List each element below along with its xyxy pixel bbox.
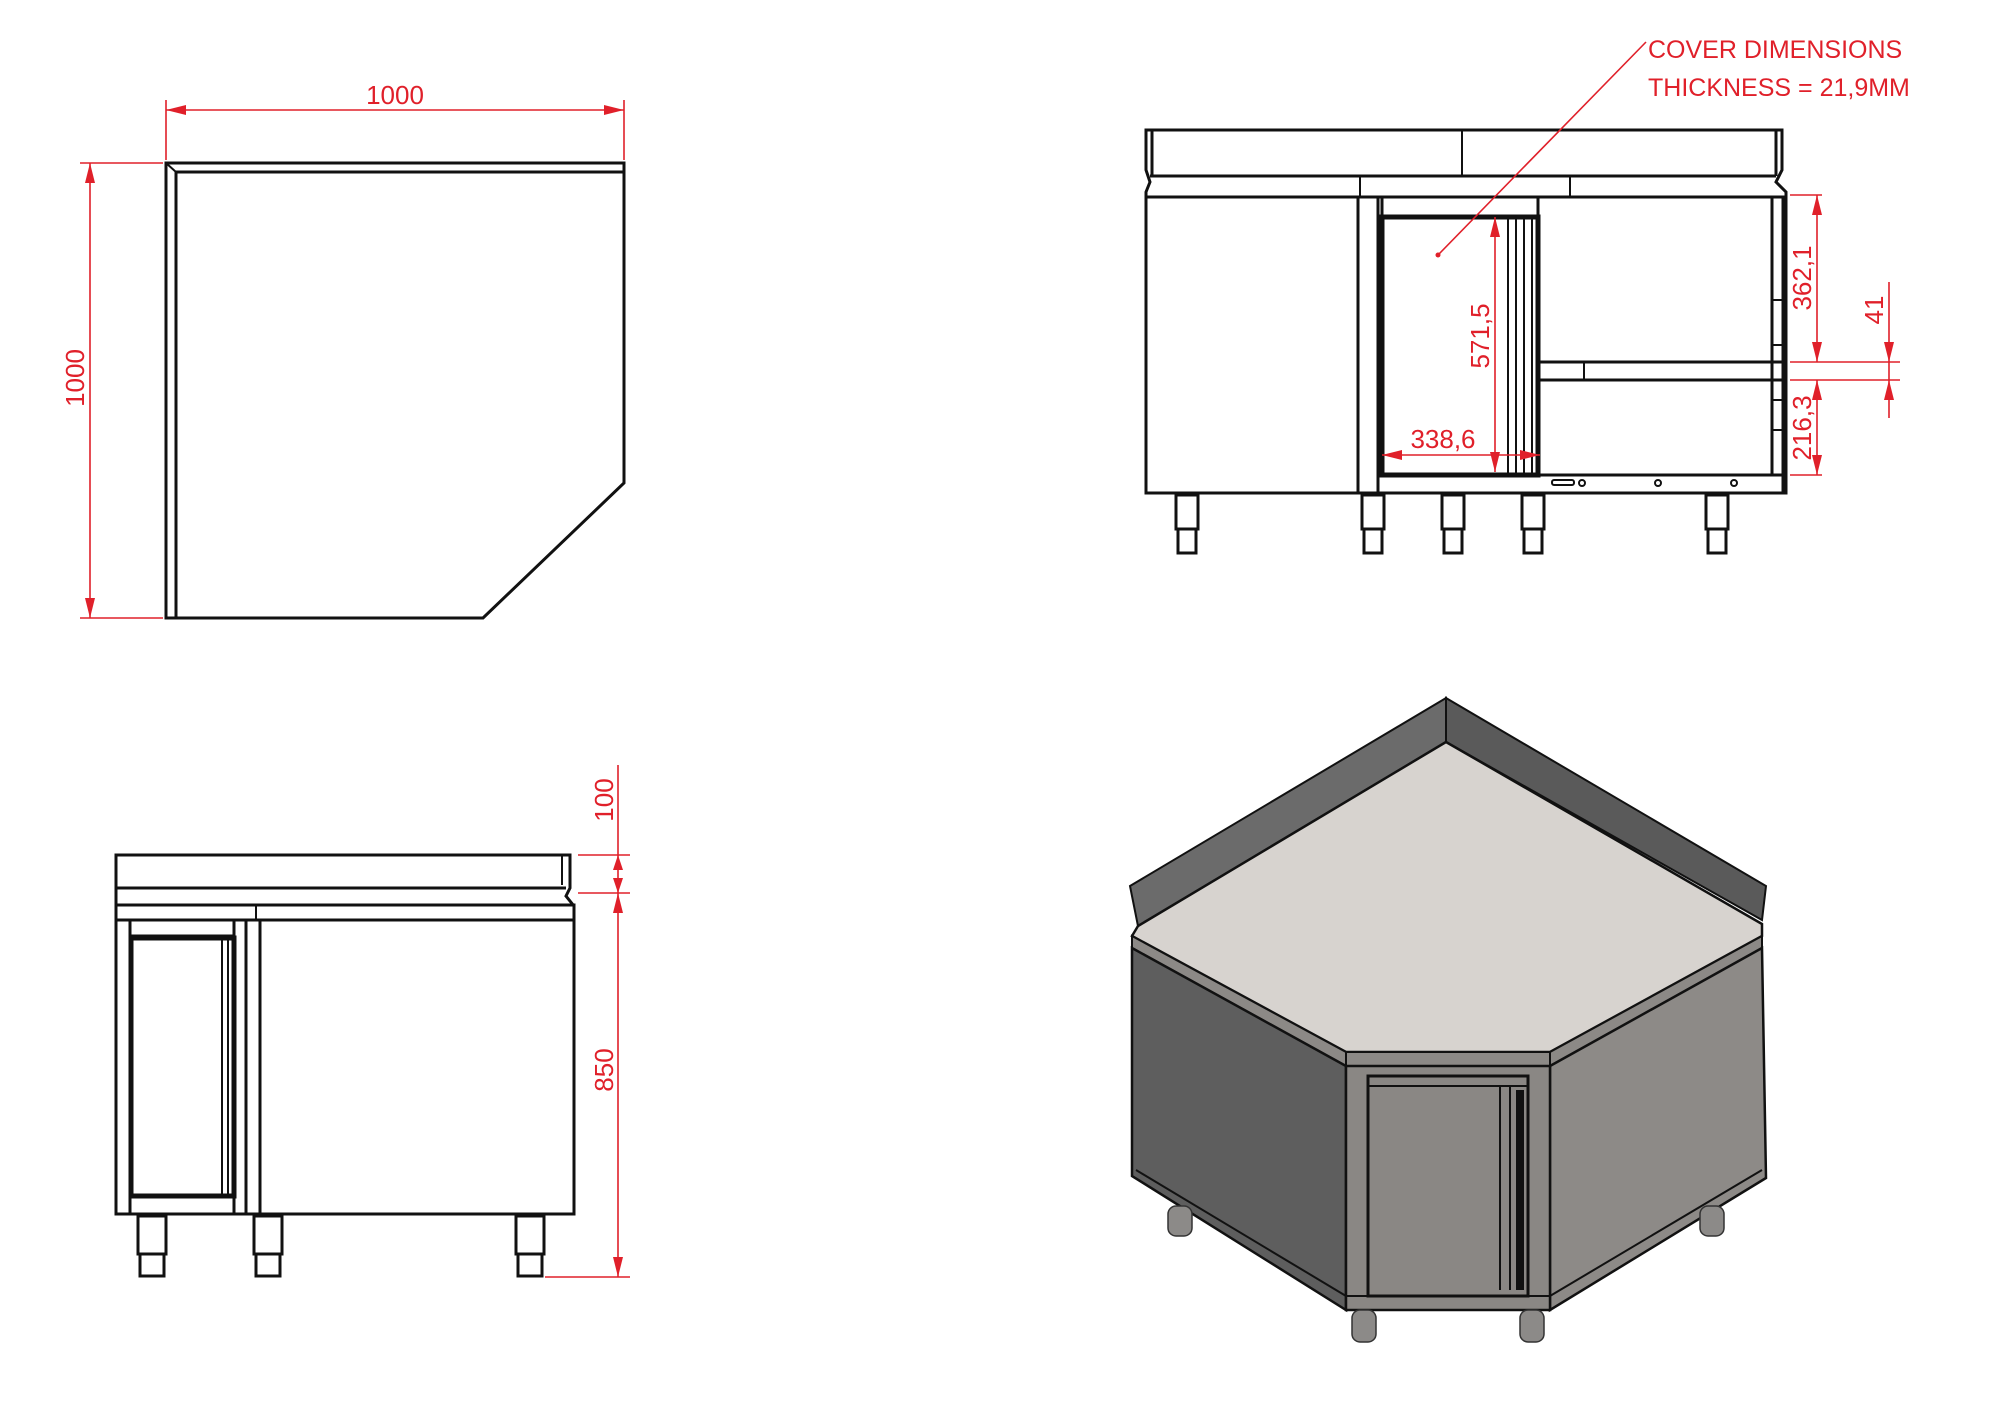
door-header — [1380, 195, 1540, 219]
top-view: 1000 1000 — [60, 80, 626, 620]
side-legs — [136, 1214, 546, 1278]
cover-note-line2: THICKNESS = 21,9MM — [1648, 74, 1910, 102]
iso-view — [1128, 696, 1768, 1343]
shelf-thickness-label: 41 — [1859, 296, 1889, 325]
cover-note-line1: COVER DIMENSIONS — [1648, 36, 1902, 64]
top-view-outline — [164, 161, 626, 620]
iso-splash-right — [1445, 696, 1768, 922]
total-height-label: 850 — [589, 1048, 619, 1091]
front-legs — [1174, 493, 1730, 555]
side-view: 100 850 — [114, 765, 630, 1278]
door-height-label: 571,5 — [1465, 303, 1495, 368]
front-view: COVER DIMENSIONS THICKNESS = 21,9MM 571,… — [1144, 36, 1910, 555]
splashback-height-label: 100 — [589, 778, 619, 821]
note-leader — [1437, 41, 1647, 256]
top-depth-label: 1000 — [60, 349, 90, 407]
upper-compartment-label: 362,1 — [1787, 245, 1817, 310]
iso-door — [1366, 1074, 1530, 1298]
iso-legs — [1167, 1205, 1725, 1343]
lower-compartment-label: 216,3 — [1787, 395, 1817, 460]
door-handle — [1551, 479, 1575, 486]
side-door — [128, 935, 237, 1199]
side-body — [114, 918, 576, 1216]
top-width-label: 1000 — [366, 80, 424, 110]
front-cover — [1144, 128, 1788, 199]
side-splashback — [114, 853, 576, 911]
door-width-label: 338,6 — [1410, 424, 1475, 454]
